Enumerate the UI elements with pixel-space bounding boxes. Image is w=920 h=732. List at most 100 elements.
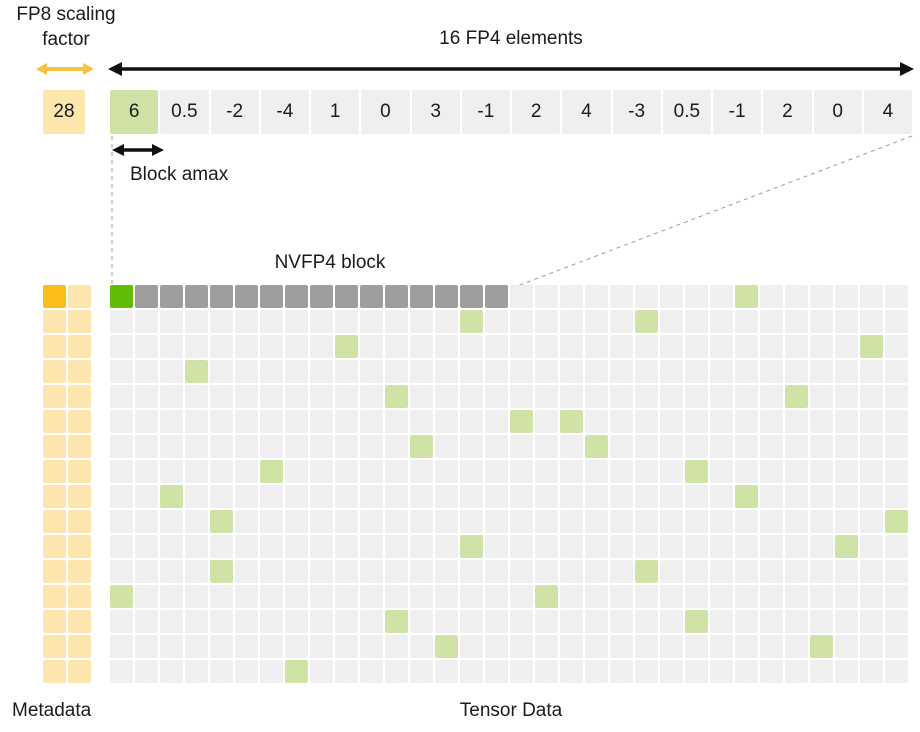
tensor-cell bbox=[460, 485, 483, 508]
tensor-cell bbox=[710, 610, 733, 633]
tensor-cell-highlight bbox=[785, 385, 808, 408]
tensor-cell bbox=[110, 485, 133, 508]
tensor-cell bbox=[660, 585, 683, 608]
tensor-cell-block bbox=[335, 285, 358, 308]
tensor-cell bbox=[785, 660, 808, 683]
tensor-cell bbox=[885, 410, 908, 433]
tensor-cell bbox=[835, 610, 858, 633]
tensor-cell bbox=[810, 510, 833, 533]
tensor-cell-highlight bbox=[560, 410, 583, 433]
tensor-cell bbox=[360, 335, 383, 358]
tensor-cell bbox=[160, 510, 183, 533]
fp4-value-cell: 4 bbox=[562, 90, 611, 134]
metadata-cell bbox=[68, 535, 91, 558]
tensor-cell bbox=[485, 585, 508, 608]
tensor-cell bbox=[885, 285, 908, 308]
tensor-cell bbox=[260, 535, 283, 558]
tensor-cell bbox=[485, 360, 508, 383]
tensor-cell bbox=[885, 360, 908, 383]
tensor-cell bbox=[435, 660, 458, 683]
tensor-cell bbox=[210, 360, 233, 383]
tensor-cell bbox=[860, 535, 883, 558]
tensor-cell bbox=[385, 560, 408, 583]
tensor-cell bbox=[310, 485, 333, 508]
metadata-cell bbox=[43, 535, 66, 558]
tensor-cell bbox=[635, 485, 658, 508]
tensor-cell bbox=[885, 535, 908, 558]
tensor-cell bbox=[760, 410, 783, 433]
tensor-cell bbox=[585, 460, 608, 483]
tensor-cell bbox=[285, 610, 308, 633]
tensor-cell-block bbox=[210, 285, 233, 308]
tensor-cell bbox=[660, 360, 683, 383]
fp4-value-cell: 3 bbox=[411, 90, 460, 134]
tensor-cell bbox=[235, 310, 258, 333]
tensor-cell bbox=[560, 560, 583, 583]
tensor-cell bbox=[135, 560, 158, 583]
tensor-cell bbox=[160, 385, 183, 408]
tensor-cell bbox=[860, 460, 883, 483]
tensor-cell bbox=[735, 560, 758, 583]
tensor-cell bbox=[210, 435, 233, 458]
tensor-cell bbox=[485, 460, 508, 483]
tensor-cell bbox=[760, 435, 783, 458]
tensor-cell bbox=[510, 360, 533, 383]
tensor-cell bbox=[735, 460, 758, 483]
tensor-cell bbox=[560, 585, 583, 608]
tensor-cell bbox=[285, 410, 308, 433]
tensor-cell bbox=[285, 335, 308, 358]
tensor-cell bbox=[610, 360, 633, 383]
tensor-cell bbox=[710, 585, 733, 608]
tensor-cell bbox=[210, 535, 233, 558]
tensor-cell bbox=[310, 460, 333, 483]
fp4-value-cell: 2 bbox=[512, 90, 561, 134]
tensor-cell bbox=[235, 360, 258, 383]
tensor-cell bbox=[335, 435, 358, 458]
tensor-cell bbox=[735, 410, 758, 433]
tensor-cell bbox=[135, 335, 158, 358]
fp4-value-cell: -1 bbox=[713, 90, 762, 134]
tensor-cell bbox=[510, 610, 533, 633]
tensor-cell bbox=[785, 585, 808, 608]
metadata-cell bbox=[43, 660, 66, 683]
metadata-cell bbox=[68, 610, 91, 633]
metadata-cell bbox=[43, 335, 66, 358]
tensor-cell bbox=[660, 410, 683, 433]
tensor-cell-block bbox=[235, 285, 258, 308]
tensor-cell bbox=[660, 460, 683, 483]
tensor-cell bbox=[710, 285, 733, 308]
tensor-cell bbox=[610, 435, 633, 458]
tensor-cell bbox=[335, 485, 358, 508]
metadata-cell bbox=[43, 610, 66, 633]
tensor-cell bbox=[460, 335, 483, 358]
tensor-cell-block bbox=[485, 285, 508, 308]
tensor-cell bbox=[160, 410, 183, 433]
tensor-cell bbox=[510, 285, 533, 308]
tensor-cell bbox=[310, 385, 333, 408]
tensor-cell bbox=[310, 335, 333, 358]
tensor-cell bbox=[735, 535, 758, 558]
tensor-cell bbox=[310, 610, 333, 633]
tensor-cell bbox=[885, 385, 908, 408]
tensor-cell bbox=[485, 635, 508, 658]
tensor-cell bbox=[585, 535, 608, 558]
tensor-cell bbox=[235, 560, 258, 583]
tensor-cell bbox=[535, 660, 558, 683]
tensor-cell-block bbox=[410, 285, 433, 308]
tensor-cell bbox=[135, 485, 158, 508]
tensor-cell bbox=[235, 635, 258, 658]
tensor-cell bbox=[435, 310, 458, 333]
tensor-cell bbox=[485, 510, 508, 533]
tensor-cell bbox=[585, 385, 608, 408]
tensor-cell bbox=[685, 585, 708, 608]
tensor-cell bbox=[560, 360, 583, 383]
tensor-cell bbox=[360, 385, 383, 408]
tensor-cell bbox=[610, 410, 633, 433]
tensor-cell-highlight bbox=[535, 585, 558, 608]
tensor-cell bbox=[835, 360, 858, 383]
tensor-cell bbox=[885, 485, 908, 508]
tensor-cell bbox=[235, 510, 258, 533]
metadata-cell bbox=[43, 585, 66, 608]
tensor-cell bbox=[635, 385, 658, 408]
tensor-cell bbox=[835, 435, 858, 458]
